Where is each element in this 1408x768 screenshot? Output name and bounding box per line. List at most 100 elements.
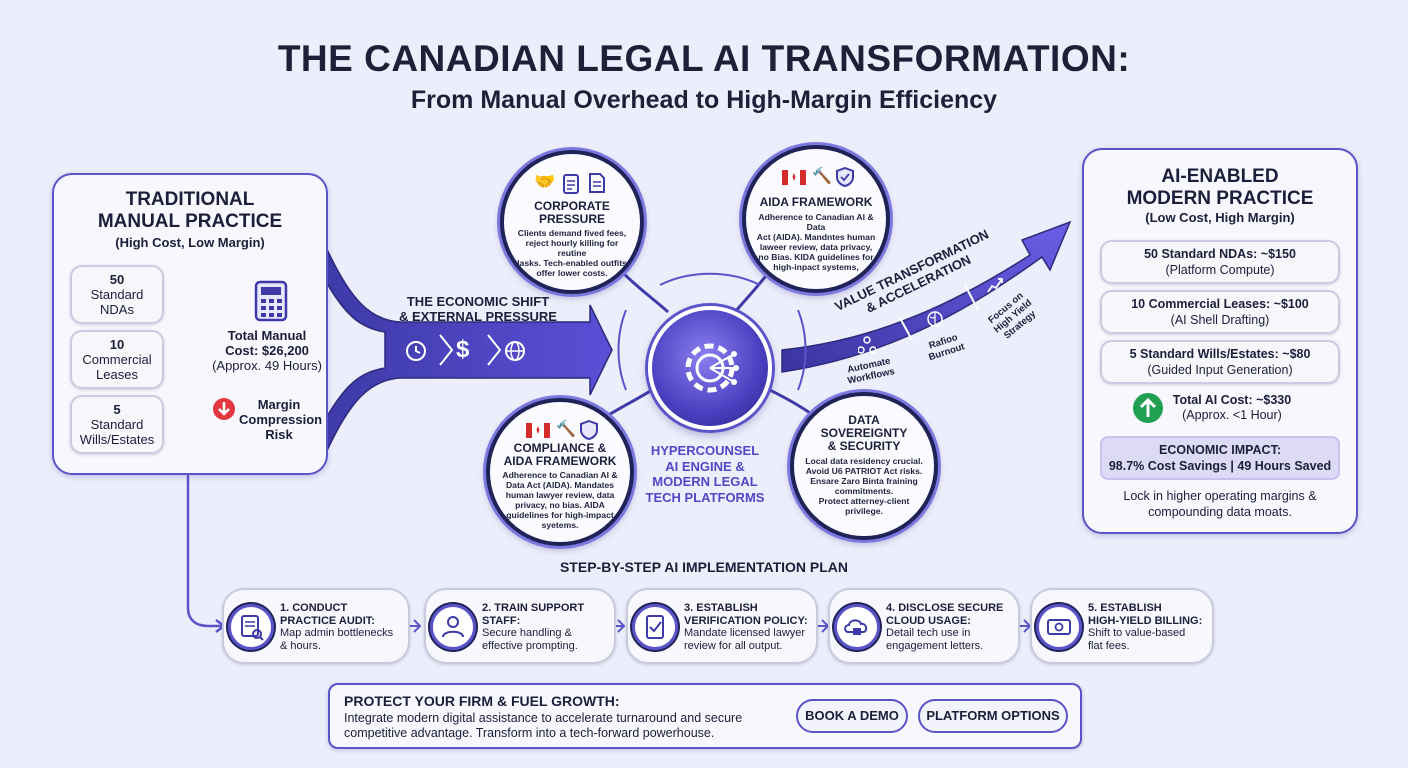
step-title: VERIFICATION POLICY:	[684, 614, 808, 627]
step-body: Map admin bottlenecks	[280, 627, 394, 639]
brain-icon	[927, 311, 943, 327]
sovereignty-body: Local data residency crucial.	[805, 456, 923, 466]
total-manual-hours: (Approx. 49 Hours)	[212, 358, 322, 373]
handshake-icon: 🤝	[534, 172, 556, 191]
step-body: effective prompting.	[482, 639, 578, 652]
item-label: Standard	[90, 417, 144, 432]
engine-line1: HYPERCOUNSEL	[650, 443, 760, 458]
aida-icons: 🔨	[782, 167, 862, 189]
engine-line4: TECH PLATFORMS	[645, 489, 765, 505]
modern-footer-line2: compounding data moats.	[1148, 505, 1292, 519]
traditional-item-leases: 10 Commercial Leases	[70, 330, 164, 389]
plan-step-2: 2. TRAIN SUPPORT STAFF: Secure handling …	[424, 588, 616, 664]
plan-step-1: 1. CONDUCT PRACTICE AUDIT: Map admin bot…	[222, 588, 410, 664]
corporate-title-line2: PRESSURE	[538, 212, 606, 226]
step-body: engagement letters.	[886, 639, 984, 652]
gavel-icon: 🔨	[556, 421, 576, 438]
traditional-practice-panel: TRADITIONAL MANUAL PRACTICE (High Cost, …	[52, 173, 328, 475]
up-arrow-icon	[1133, 393, 1163, 423]
item-label: Wills/Estates	[79, 432, 155, 447]
modern-item-ndas: 50 Standard NDAs: ~$150 (Platform Comput…	[1100, 240, 1340, 284]
book-demo-button[interactable]: BOOK A DEMO	[796, 699, 908, 733]
canada-flag-icon	[526, 423, 550, 438]
economic-shift-arrow	[324, 244, 613, 456]
aida-top-body: Adherence to Canadian AI & Data	[758, 212, 874, 232]
step-body: flat fees.	[1088, 639, 1130, 652]
cloud-lock-icon	[834, 604, 880, 650]
step-title: 4. DISCLOSE SECURE	[886, 602, 1004, 614]
engine-line2: AI ENGINE &	[665, 458, 745, 474]
platform-options-button[interactable]: PLATFORM OPTIONS	[918, 699, 1068, 733]
step-title: CLOUD USAGE:	[886, 614, 971, 627]
compliance-body: guidelines for high-impact	[506, 510, 614, 520]
staff-icon	[430, 604, 476, 650]
corporate-title-line1: CORPORATE	[534, 199, 610, 213]
modern-subtitle: (Low Cost, High Margin)	[1145, 210, 1295, 225]
item-count: 5	[113, 402, 121, 417]
item-label: Leases	[96, 367, 138, 382]
corporate-body: offer lower costs.	[536, 268, 608, 278]
total-manual-label: Total Manual	[227, 328, 307, 343]
shift-line1: THE ECONOMIC SHIFT	[406, 294, 550, 309]
corporate-body: lasks. Tech-enabled outfits	[517, 258, 627, 268]
economic-impact-box: ECONOMIC IMPACT: 98.7% Cost Savings | 49…	[1100, 436, 1340, 480]
modern-item-cost: 10 Commercial Leases: ~$100	[1131, 297, 1309, 311]
sovereignty-body: privilege.	[845, 506, 883, 516]
corporate-icons: 🤝	[534, 172, 614, 194]
sovereignty-body: Protect atterney-client	[818, 496, 910, 506]
modern-item-wills: 5 Standard Wills/Estates: ~$80 (Guided I…	[1100, 340, 1340, 384]
canada-flag-icon	[782, 170, 806, 185]
risk-line1: Margin	[257, 397, 301, 412]
plan-title: STEP-BY-STEP AI IMPLEMENTATION PLAN	[559, 559, 849, 575]
item-label: Standard	[90, 287, 144, 302]
cta-title: PROTECT YOUR FIRM & FUEL GROWTH:	[344, 693, 620, 709]
modern-item-leases: 10 Commercial Leases: ~$100 (AI Shell Dr…	[1100, 290, 1340, 334]
step-body: Shift to value-based	[1088, 627, 1186, 639]
step-body: Mandate licensed lawyer	[684, 627, 806, 639]
compliance-body: Data Act (AIDA). Mandates	[505, 480, 615, 490]
plan-step-4: 4. DISCLOSE SECURE CLOUD USAGE: Detail t…	[828, 588, 1020, 664]
aida-top-body: high-inpact systems,	[773, 262, 859, 272]
risk-line3: Risk	[265, 427, 293, 442]
step-title: 2. TRAIN SUPPORT	[482, 602, 585, 614]
data-sovereignty-circle: DATA SOVEREIGNTY & SECURITY Local data r…	[790, 392, 938, 540]
compliance-title-line1: COMPLIANCE &	[513, 441, 607, 455]
cta-panel: PROTECT YOUR FIRM & FUEL GROWTH: Integra…	[328, 683, 1082, 749]
policy-icon	[632, 604, 678, 650]
compliance-body: human lawyer review, data	[505, 490, 615, 500]
engine-line3: MODERN LEGAL	[652, 474, 758, 489]
compliance-title-line2: AIDA FRAMEWORK	[503, 454, 617, 468]
traditional-title-line1: TRADITIONAL	[125, 189, 255, 210]
total-ai-cost: Total AI Cost: ~$330	[1172, 393, 1292, 407]
shift-line2: & EXTERNAL PRESSURE	[399, 309, 557, 324]
page-subtitle: From Manual Overhead to High-Margin Effi…	[410, 86, 998, 114]
corporate-body: Clients demand fived fees,	[517, 228, 627, 238]
modern-practice-panel: AI-ENABLED MODERN PRACTICE (Low Cost, Hi…	[1082, 148, 1358, 534]
sovereignty-title-line2: SOVEREIGNTY	[820, 426, 908, 440]
modern-item-cost: 50 Standard NDAs: ~$150	[1144, 247, 1296, 261]
modern-item-method: (Guided Input Generation)	[1147, 363, 1293, 377]
step-body: & hours.	[280, 639, 321, 652]
page-title: THE CANADIAN LEGAL AI TRANSFORMATION:	[277, 38, 1131, 79]
step-body: review for all output.	[684, 639, 783, 652]
step-title: STAFF:	[482, 614, 521, 627]
impact-body: 98.7% Cost Savings | 49 Hours Saved	[1108, 459, 1332, 473]
step-body: Secure handling &	[482, 627, 572, 639]
workflow-icon	[858, 336, 876, 354]
aida-top-body: Act (AIDA). Mandntes human	[756, 232, 876, 242]
compliance-body: privacy, no bias. AIDA	[515, 500, 605, 510]
traditional-item-wills: 5 Standard Wills/Estates	[70, 395, 164, 454]
sovereignty-title-line1: DATA	[848, 413, 880, 427]
ai-engine-hub	[648, 306, 772, 430]
step-title: 1. CONDUCT	[280, 602, 348, 614]
document-icon	[589, 173, 605, 193]
modern-footer-line1: Lock in higher operating margins &	[1123, 489, 1317, 503]
step-title: HIGH-YIELD BILLING:	[1088, 614, 1203, 627]
item-count: 50	[109, 272, 125, 287]
traditional-title-line2: MANUAL PRACTICE	[97, 211, 283, 232]
total-ai-hours: (Approx. <1 Hour)	[1182, 408, 1282, 422]
billing-icon	[1036, 604, 1082, 650]
traditional-subtitle: (High Cost, Low Margin)	[115, 235, 265, 250]
sovereignty-body: Avoid U6 PATRIOT Act risks.	[805, 466, 923, 476]
item-count: 10	[109, 337, 125, 352]
